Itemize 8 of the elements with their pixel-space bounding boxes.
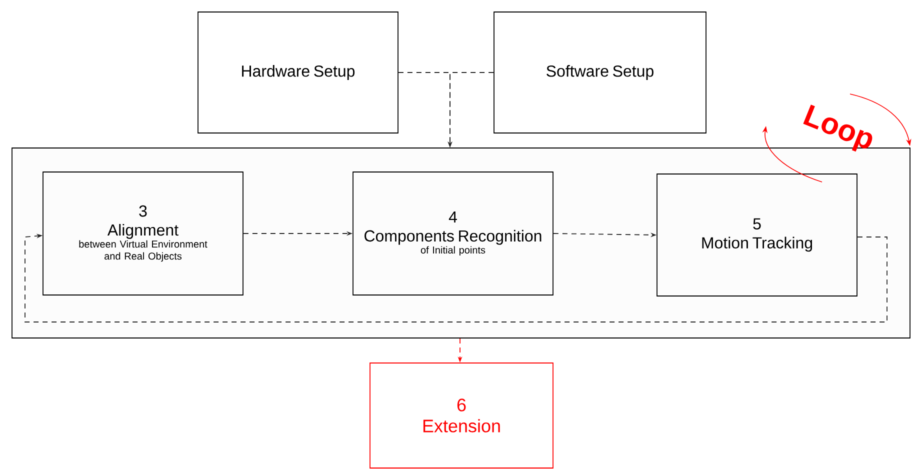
step-box: 4 Components Recognition of Initial points [352,172,554,296]
step-box: 5 Motion Tracking [656,174,858,296]
loop-label: Loop [803,104,872,152]
process-box: Software Setup [494,12,706,134]
step-box: 3 Alignment between Virtual Environment and Real Objects [42,172,244,296]
process-box: 6 Extension [370,362,554,468]
arrow [24,234,888,322]
process-box: Hardware Setup [198,12,398,134]
